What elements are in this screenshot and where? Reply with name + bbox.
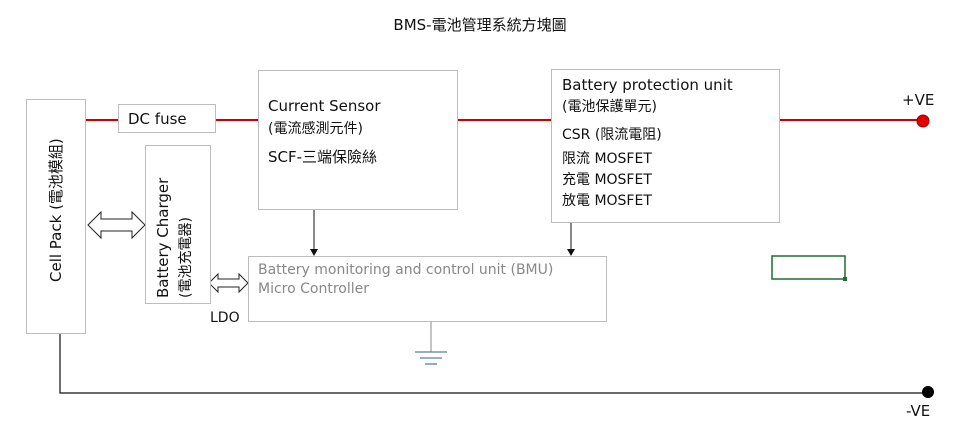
dc-fuse-box[interactable]: DC fuse <box>118 104 216 133</box>
protection-limit-mosfet: 限流 MOSFET <box>562 151 652 167</box>
current-sensor-title: Current Sensor <box>268 97 381 115</box>
battery-charger-box[interactable]: Battery Charger (電池充電器) <box>145 145 211 304</box>
protection-charge-mosfet: 充電 MOSFET <box>562 172 652 188</box>
battery-charger-subtitle: (電池充電器) <box>178 217 194 298</box>
charger-bmu-double-arrow <box>208 272 249 294</box>
negative-terminal-node <box>922 386 934 398</box>
current-sensor-subtitle: (電流感測元件) <box>268 121 363 137</box>
bmu-subtitle: Micro Controller <box>258 281 369 297</box>
cell-pack-box[interactable]: Cell Pack (電池模組) <box>26 99 86 334</box>
cell-pack-label: Cell Pack (電池模組) <box>47 138 65 282</box>
selection-handle[interactable] <box>843 277 847 281</box>
bmu-box[interactable]: Battery monitoring and control unit (BMU… <box>248 256 607 322</box>
sensor-to-bmu-arrowhead <box>310 249 318 256</box>
current-sensor-box[interactable]: Current Sensor (電流感測元件) SCF-三端保險絲 <box>258 70 458 210</box>
cell-charger-double-arrow <box>87 210 146 240</box>
protection-discharge-mosfet: 放電 MOSFET <box>562 193 652 209</box>
ldo-label: LDO <box>210 310 240 326</box>
diagram-title: BMS-電池管理系統方塊圖 <box>393 16 567 34</box>
current-sensor-fuse: SCF-三端保險絲 <box>268 148 378 166</box>
selection-rectangle[interactable] <box>771 255 846 280</box>
positive-terminal-node <box>916 114 930 128</box>
protection-subtitle: (電池保護單元) <box>562 99 657 115</box>
negative-terminal-label: -VE <box>906 402 931 420</box>
dc-fuse-label: DC fuse <box>128 110 187 128</box>
negative-wire <box>59 334 928 394</box>
positive-terminal-label: +VE <box>902 91 935 109</box>
battery-protection-box[interactable]: Battery protection unit (電池保護單元) CSR (限流… <box>551 69 780 223</box>
protection-to-bmu-arrowhead <box>567 249 575 256</box>
bmu-title: Battery monitoring and control unit (BMU… <box>258 262 554 278</box>
protection-title: Battery protection unit <box>562 76 733 94</box>
protection-csr: CSR (限流電阻) <box>562 127 662 143</box>
battery-charger-title: Battery Charger <box>154 177 172 298</box>
